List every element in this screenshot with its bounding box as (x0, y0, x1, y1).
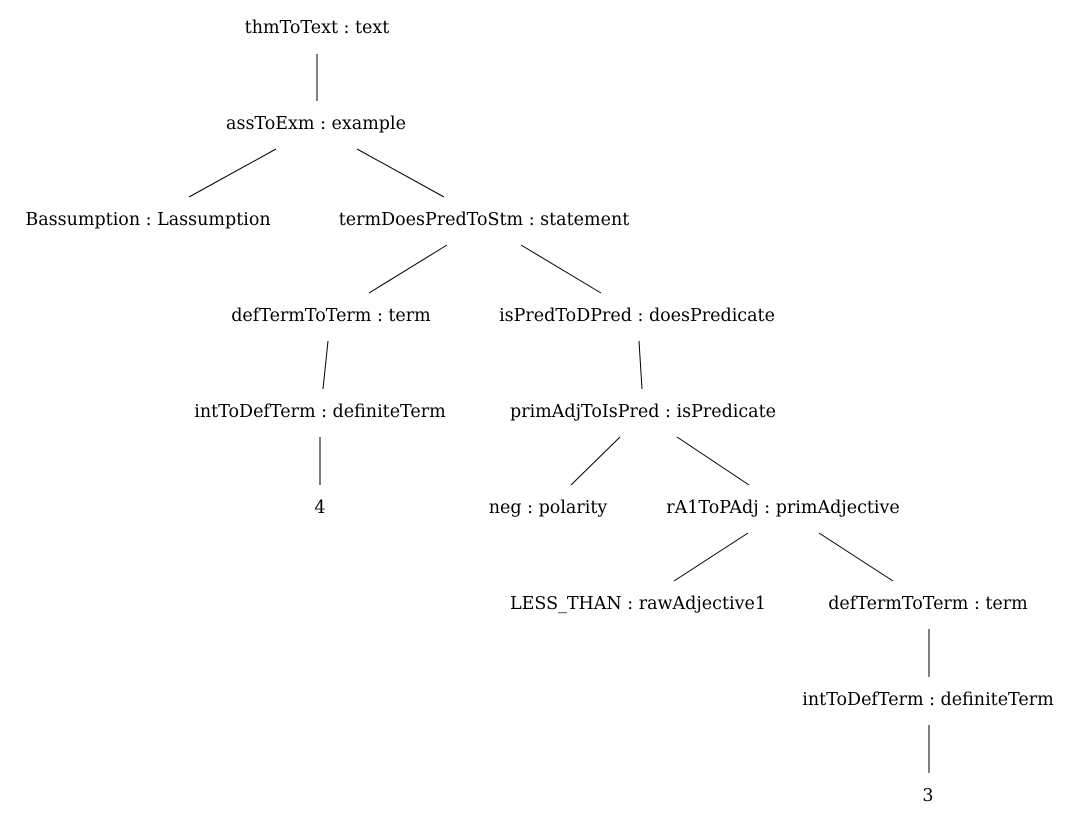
tree-node-label: LESS_THAN : rawAdjective1 (510, 594, 766, 614)
tree-edge (356, 148, 445, 198)
tree-node-label: defTermToTerm : term (828, 594, 1028, 614)
tree-edge (676, 436, 750, 486)
tree-edge (188, 148, 277, 198)
tree-edge (570, 436, 621, 486)
tree-edge (322, 340, 329, 390)
tree-edge (818, 532, 894, 582)
tree-edge (520, 244, 602, 294)
tree-node-label: thmToText : text (245, 18, 390, 38)
tree-node-label: defTermToTerm : term (231, 306, 431, 326)
tree-node-label: termDoesPredToStm : statement (339, 210, 630, 230)
tree-node-label: isPredToDPred : doesPredicate (499, 306, 775, 326)
tree-nodes: thmToText : text assToExm : exampleBassum… (25, 18, 1054, 806)
tree-edges (188, 54, 930, 773)
tree-node-label: primAdjToIsPred : isPredicate (510, 402, 776, 422)
tree-node-label: intToDefTerm : definiteTerm (802, 690, 1054, 710)
tree-node-label: 4 (314, 498, 325, 518)
tree-node-label: neg : polarity (489, 498, 608, 518)
tree-node-label: 3 (922, 786, 933, 806)
tree-node-label: intToDefTerm : definiteTerm (194, 402, 446, 422)
tree-edge (673, 532, 749, 582)
tree-edge (368, 244, 448, 294)
tree-node-label: rA1ToPAdj : primAdjective (666, 498, 900, 518)
tree-edge (638, 340, 643, 390)
tree-node-label: Bassumption : Lassumption (25, 210, 270, 230)
tree-node-label: assToExm : example (226, 114, 406, 134)
